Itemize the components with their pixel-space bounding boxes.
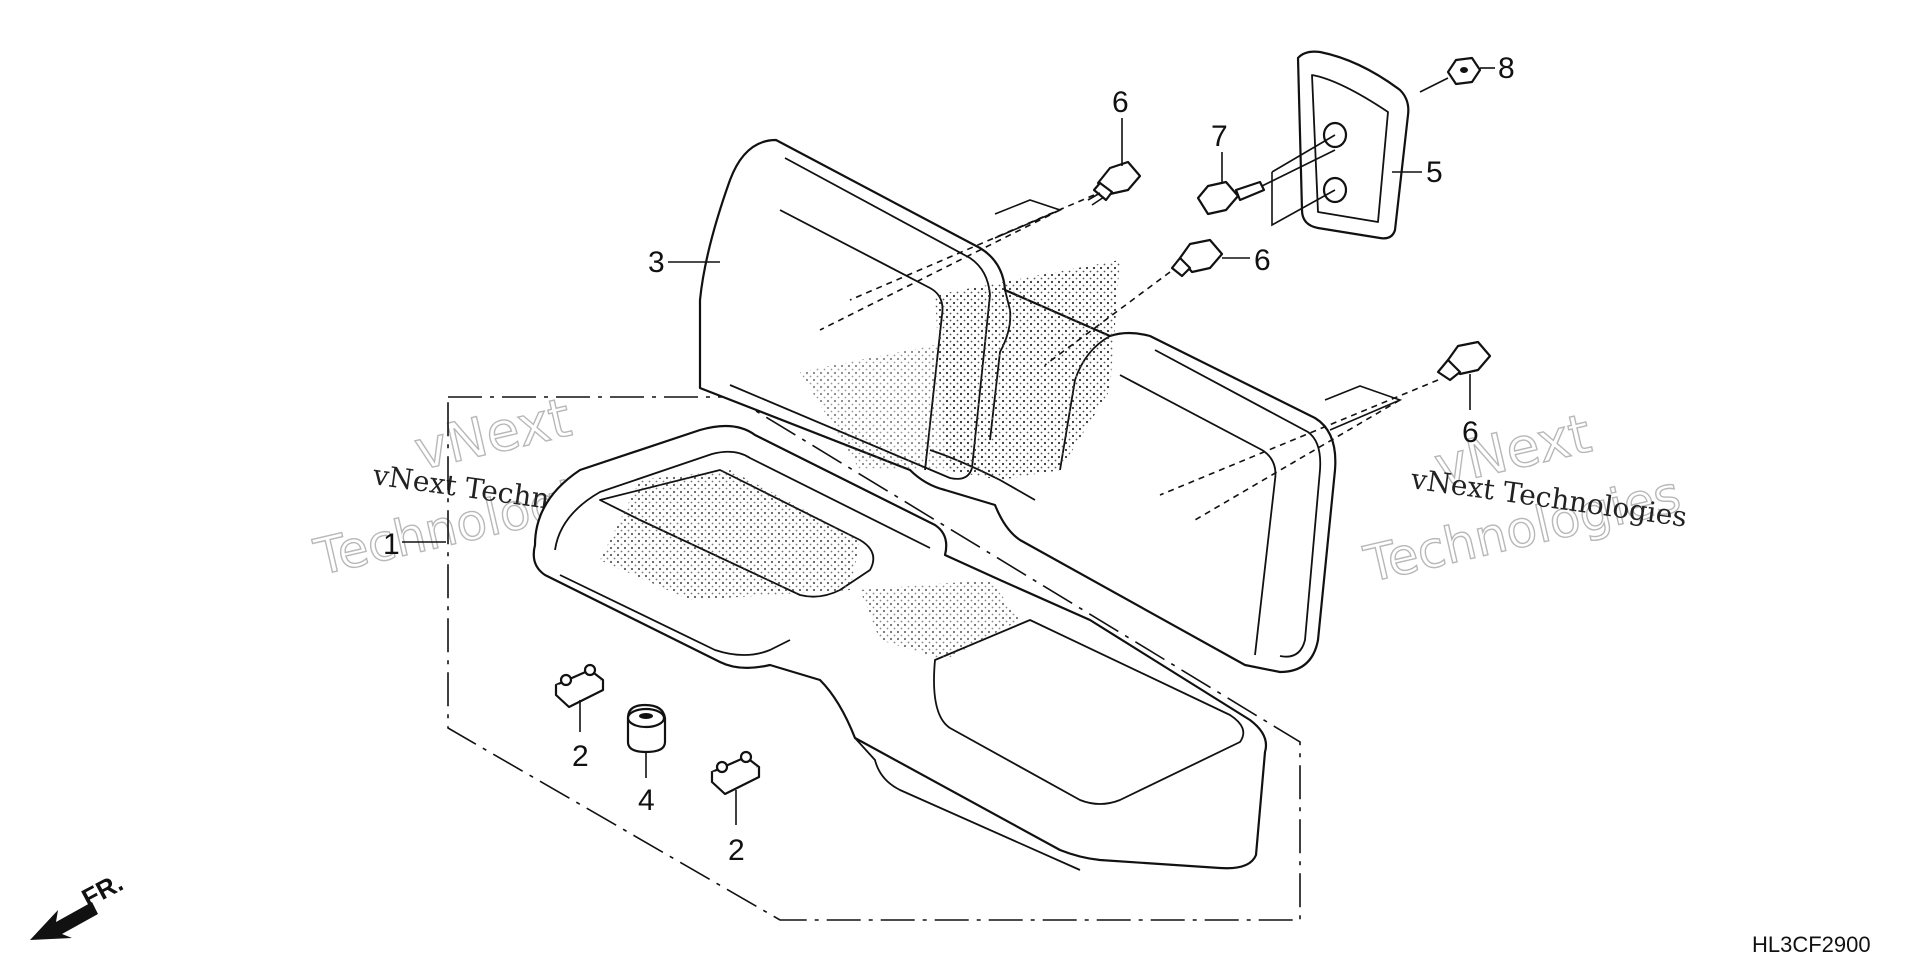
leader-7b — [1261, 149, 1336, 187]
nut-part-8 — [1446, 56, 1482, 86]
bracket-guide-5 — [1271, 134, 1336, 227]
callout-6c: 6 — [1462, 416, 1479, 449]
callout-8: 8 — [1498, 52, 1515, 85]
bolt-part-6b — [1170, 238, 1224, 278]
callout-5: 5 — [1426, 156, 1443, 189]
callout-6a: 6 — [1112, 86, 1129, 119]
reference-code: HL3CF2900 — [1752, 932, 1871, 957]
callout-7: 7 — [1211, 120, 1228, 153]
seat-cushion — [532, 424, 1268, 871]
dashed-6a-2 — [819, 209, 1061, 331]
callout-1: 1 — [383, 528, 400, 561]
callout-3: 3 — [648, 246, 665, 279]
rubber-mount-part-4 — [626, 703, 667, 754]
bracket-part-2a — [554, 663, 605, 709]
callout-4: 4 — [638, 784, 655, 817]
bolt-part-7 — [1196, 180, 1266, 216]
seat-back — [698, 138, 1337, 674]
leader-8b — [1419, 77, 1449, 93]
watermark-right: vNext Technologies vNext Technologies — [1358, 401, 1689, 595]
callout-2b: 2 — [728, 834, 745, 867]
bracket-plate-part-5 — [1296, 50, 1410, 240]
dashed-6b — [1044, 271, 1171, 366]
bolt-part-6c — [1436, 340, 1492, 382]
seat-back-texture — [935, 260, 1120, 480]
bolt-part-6a — [1087, 160, 1142, 206]
front-arrow-icon — [30, 902, 98, 940]
callout-6b: 6 — [1254, 244, 1271, 277]
bracket-part-2b — [710, 750, 761, 796]
front-direction-marker: FR. — [30, 867, 128, 940]
callout-2a: 2 — [572, 740, 589, 773]
